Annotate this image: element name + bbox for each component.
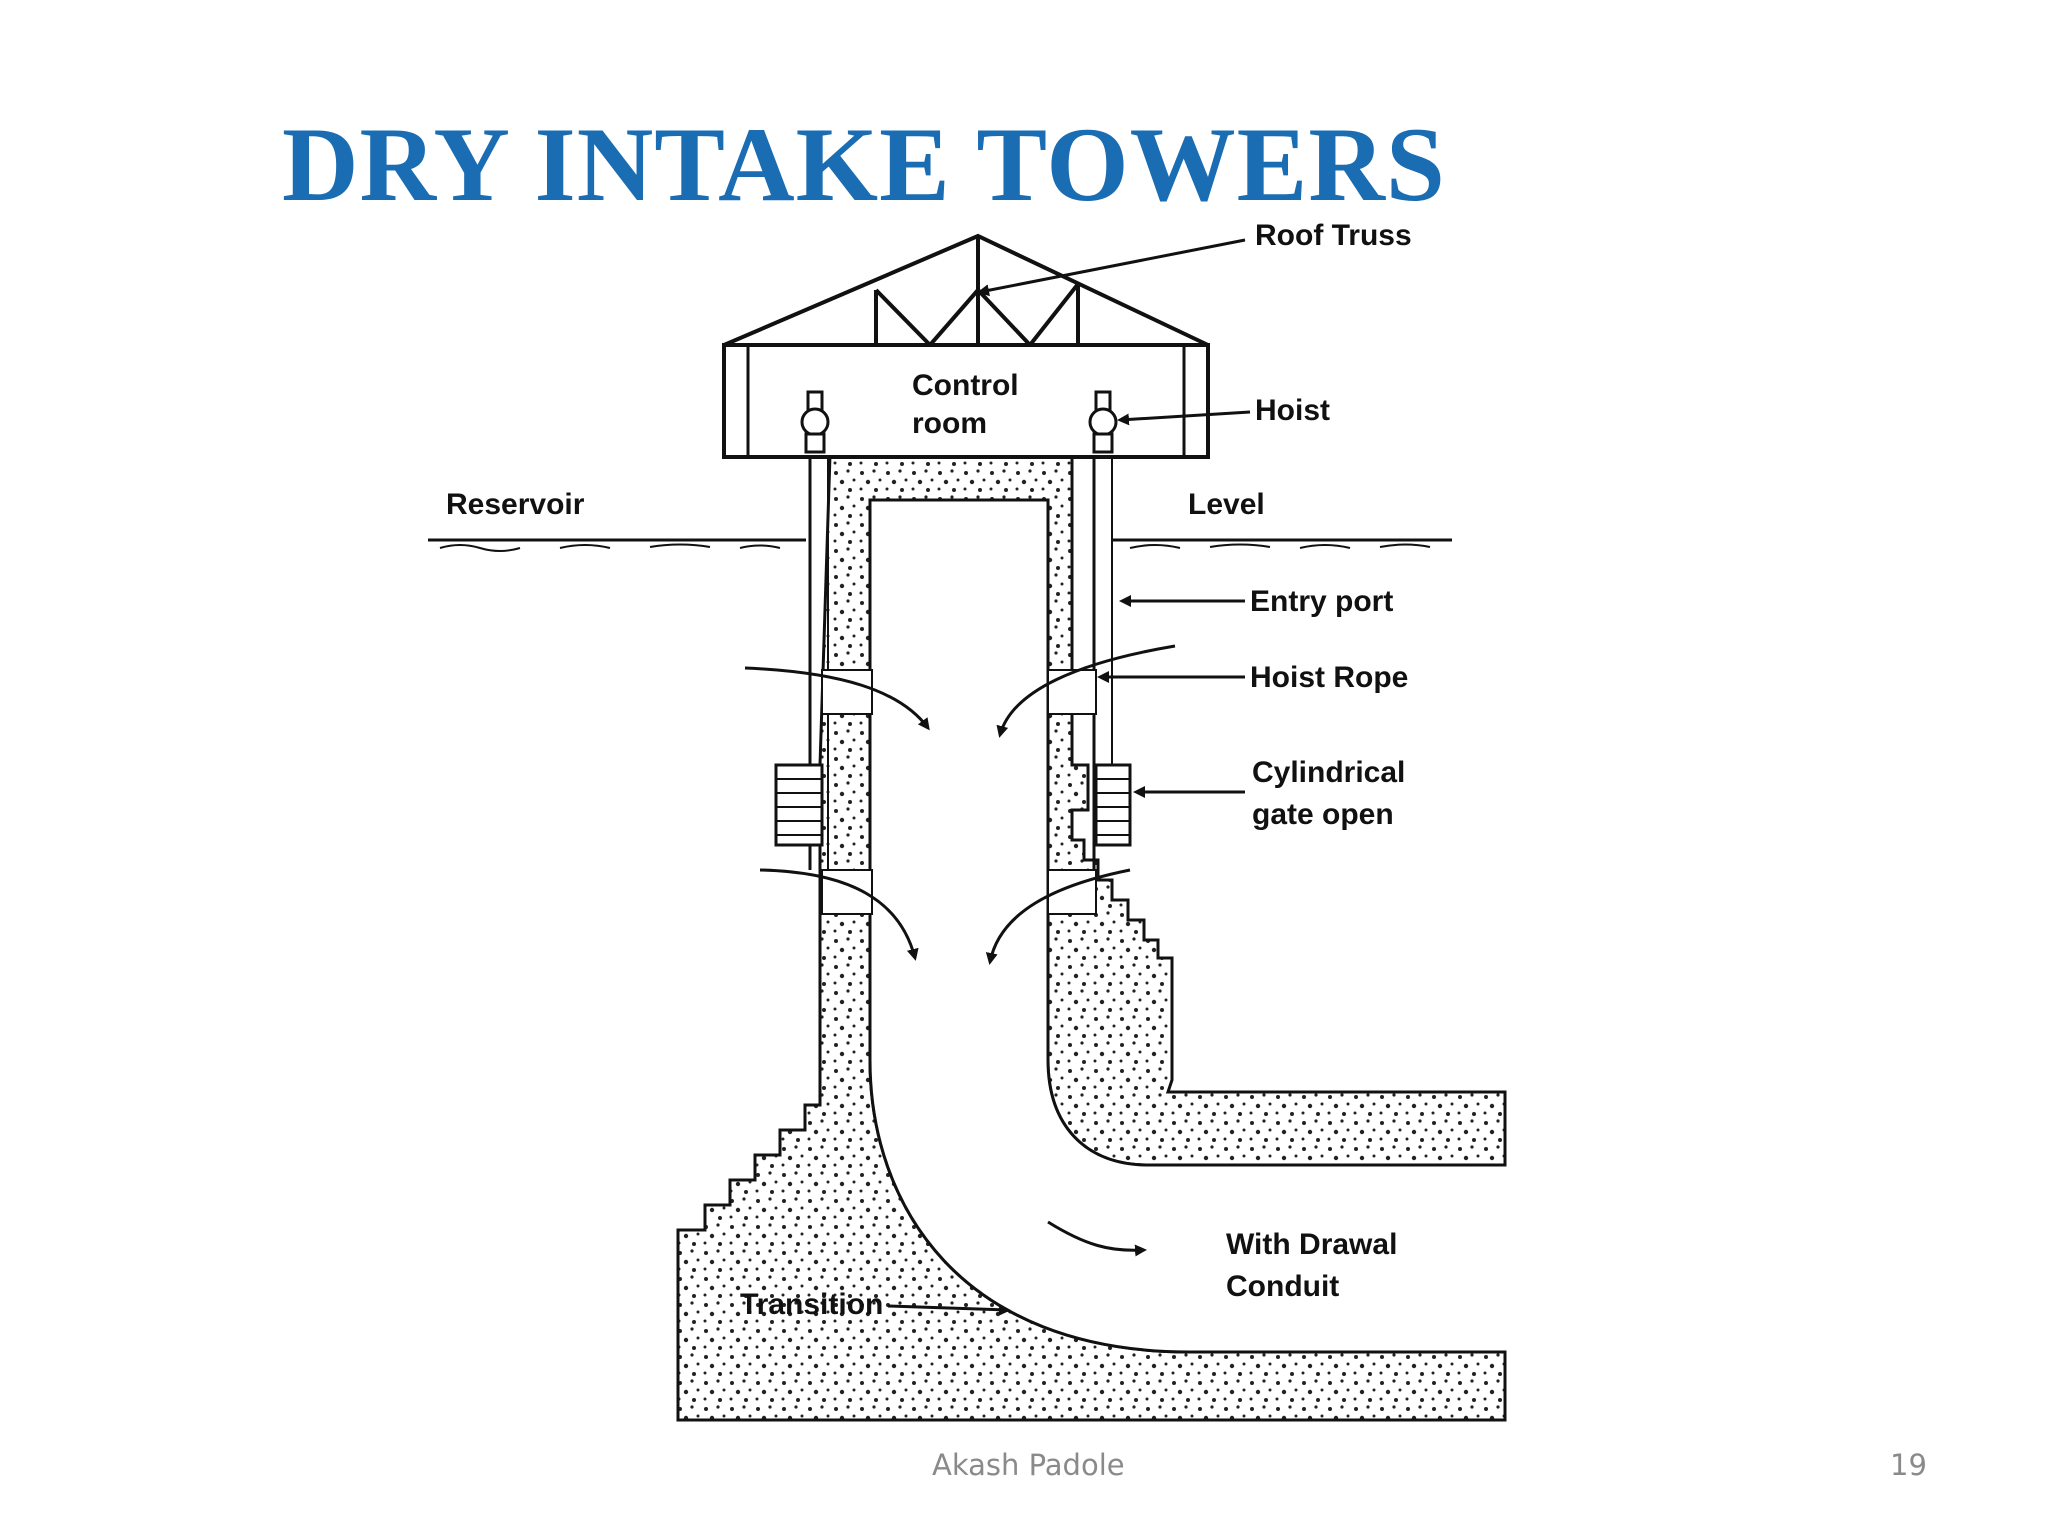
flow-arrow-conduit: [1047, 1220, 1147, 1257]
footer-page-number: 19: [1890, 1448, 1927, 1482]
label-cylindrical-gate-line2: gate open: [1252, 798, 1394, 831]
label-control-room-line1: Control: [912, 369, 1019, 402]
footer-author: Akash Padole: [932, 1448, 1125, 1482]
label-cylindrical-gate-line1: Cylindrical: [1252, 756, 1405, 789]
roof-truss: [723, 233, 1209, 347]
label-roof-truss: Roof Truss: [1255, 219, 1412, 252]
hoist-right: [1088, 390, 1118, 454]
slide-title: DRY INTAKE TOWERS: [282, 106, 1446, 223]
label-withdrawal-line1: With Drawal: [1226, 1228, 1397, 1261]
shaft-right-wall: [870, 498, 1505, 1167]
label-withdrawal-line2: Conduit: [1226, 1270, 1339, 1303]
label-control-room-line2: room: [912, 407, 987, 440]
flow-arrows: [744, 644, 1176, 1257]
reservoir-level-line: [428, 538, 1452, 552]
entry-port-upper-left: [821, 669, 873, 715]
leader-hoist: [1117, 410, 1251, 426]
leader-lines: [887, 238, 1251, 1316]
leader-transition: [887, 1303, 1011, 1316]
flow-arrow-upper-right: [996, 644, 1176, 738]
shaft-interior: [870, 500, 1505, 1352]
label-entry-port: Entry port: [1250, 585, 1393, 618]
shaft-left-wall: [868, 500, 1505, 1354]
label-level: Level: [1188, 488, 1265, 521]
label-transition: Transition: [740, 1288, 883, 1321]
entry-port-upper-right: [1047, 669, 1097, 715]
cylindrical-gate-left: [774, 763, 824, 847]
flow-arrow-upper-left: [744, 666, 930, 731]
label-hoist-rope: Hoist Rope: [1250, 661, 1408, 694]
entry-port-lower-right: [1047, 869, 1097, 915]
cylindrical-gate-right: [1094, 763, 1132, 847]
label-reservoir: Reservoir: [446, 488, 585, 521]
flow-arrow-lower-right: [985, 868, 1131, 965]
leader-roof-truss: [977, 238, 1246, 297]
label-hoist: Hoist: [1255, 394, 1330, 427]
hoist-left: [800, 390, 830, 454]
flow-arrow-lower-left: [759, 868, 919, 961]
